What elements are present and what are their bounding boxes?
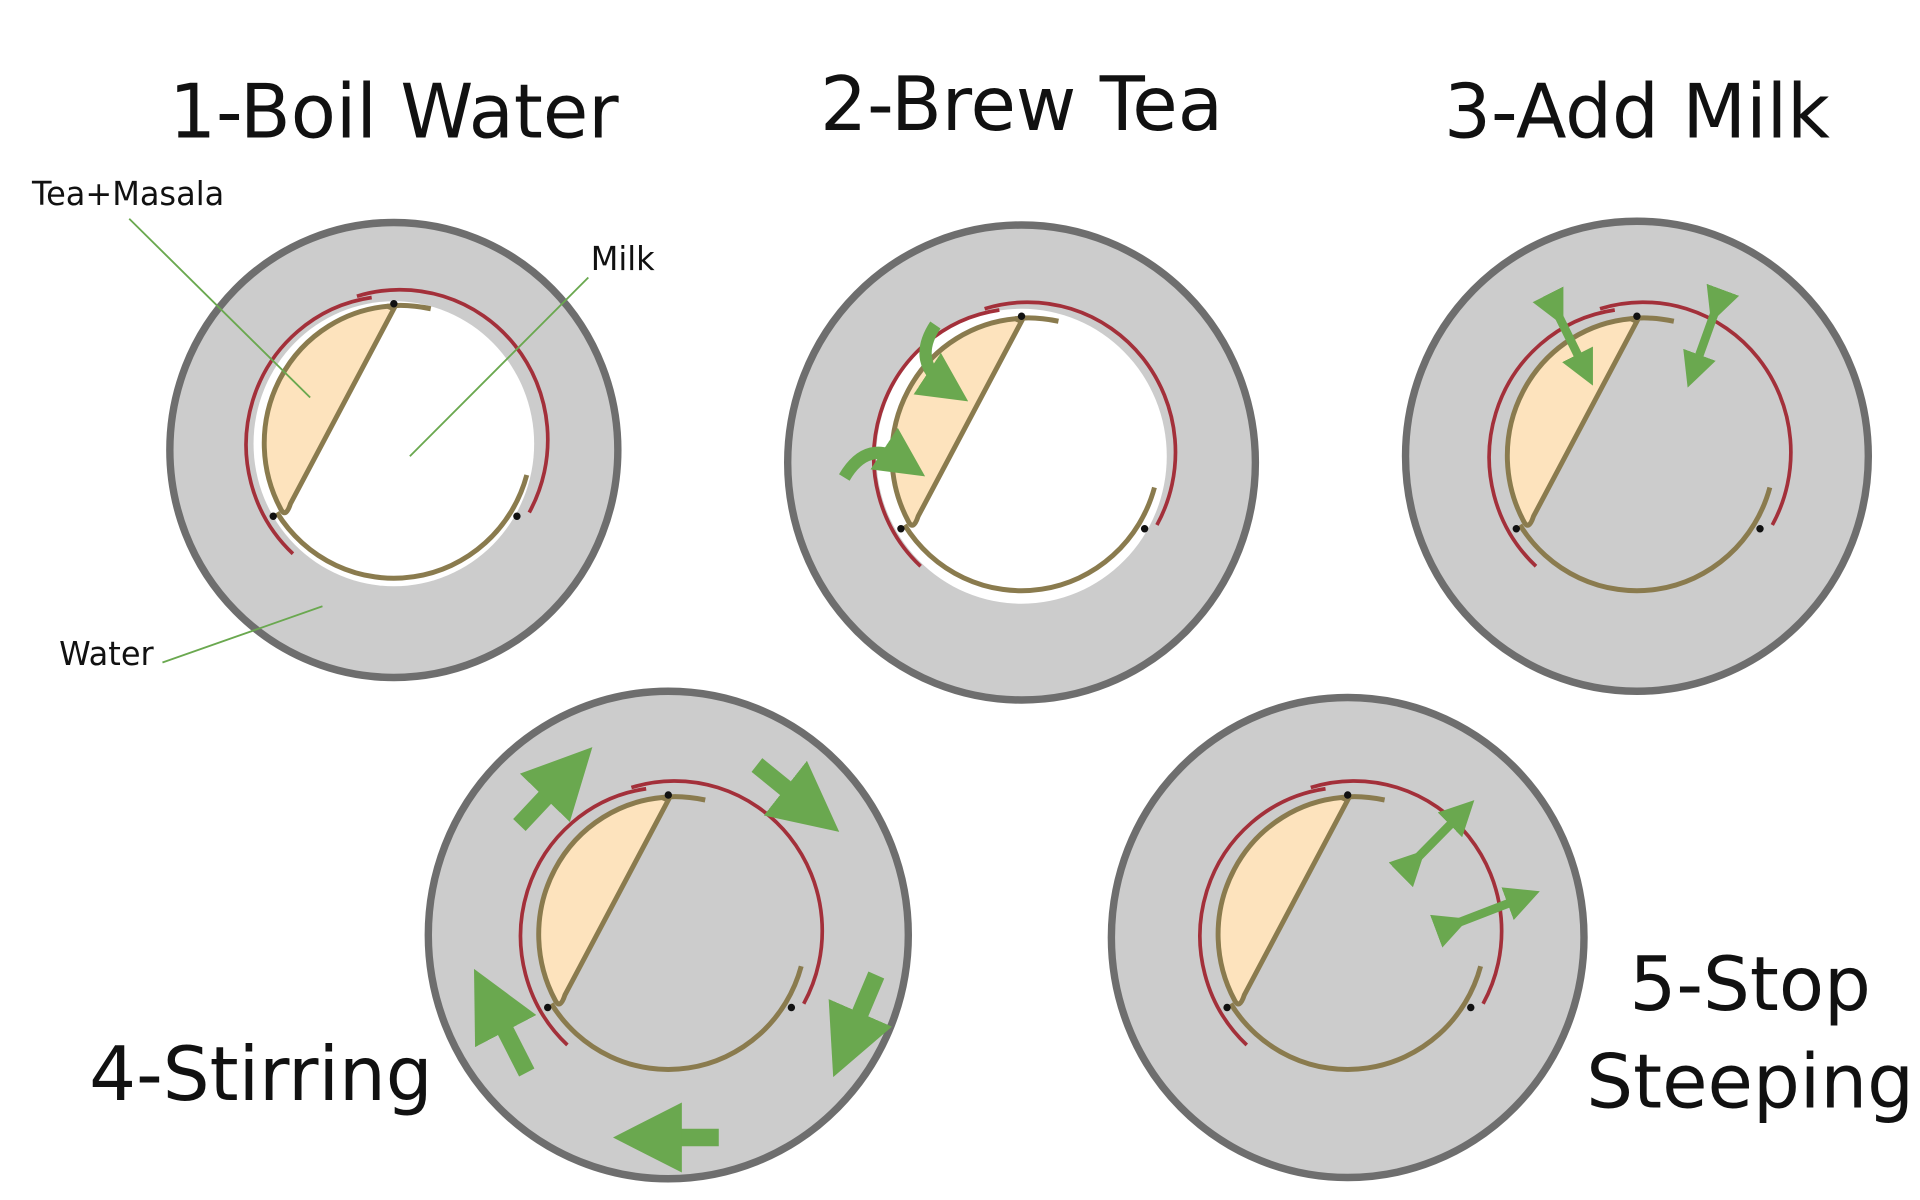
stir-arrow-icon — [828, 971, 893, 1078]
water-pointer — [162, 605, 323, 664]
double-arrow-icon — [1683, 283, 1740, 388]
stir-arrow-icon — [513, 747, 593, 832]
step-4-title: 4-Stirring — [89, 1030, 433, 1118]
step-2-title: 2-Brew Tea — [820, 60, 1223, 148]
step-2-brew-tea: 2-Brew Tea — [784, 60, 1260, 704]
stir-arrow-icon — [751, 758, 840, 832]
step-5-title-line1: 5-Stop — [1629, 940, 1870, 1028]
tea-masala-label: Tea+Masala — [31, 175, 224, 213]
tea-masala-pointer — [128, 218, 311, 399]
milk-pointer — [409, 276, 589, 457]
water-label: Water — [59, 635, 154, 673]
step-3-title: 3-Add Milk — [1444, 68, 1830, 156]
step-1-title: 1-Boil Water — [169, 68, 619, 156]
step-5-stop-steeping: 5-Stop Steeping — [1107, 693, 1914, 1182]
double-arrow-icon — [1430, 887, 1540, 948]
pot — [424, 687, 912, 1183]
step-3-add-milk: 3-Add Milk — [1401, 68, 1872, 695]
step-5-title-line2: Steeping — [1586, 1038, 1914, 1126]
step-1-boil-water: 1-Boil Water Tea+Masala Milk Water — [31, 68, 655, 682]
flow-arrow-icon — [913, 321, 969, 402]
milk-label: Milk — [591, 240, 655, 278]
pot — [1107, 693, 1588, 1182]
pot — [1401, 217, 1872, 695]
double-arrow-icon — [1532, 286, 1593, 386]
step-4-stirring: 4-Stirring — [89, 687, 912, 1183]
double-arrow-icon — [1388, 800, 1475, 888]
stir-arrow-icon — [474, 968, 537, 1077]
flow-arrow-icon — [839, 427, 926, 481]
